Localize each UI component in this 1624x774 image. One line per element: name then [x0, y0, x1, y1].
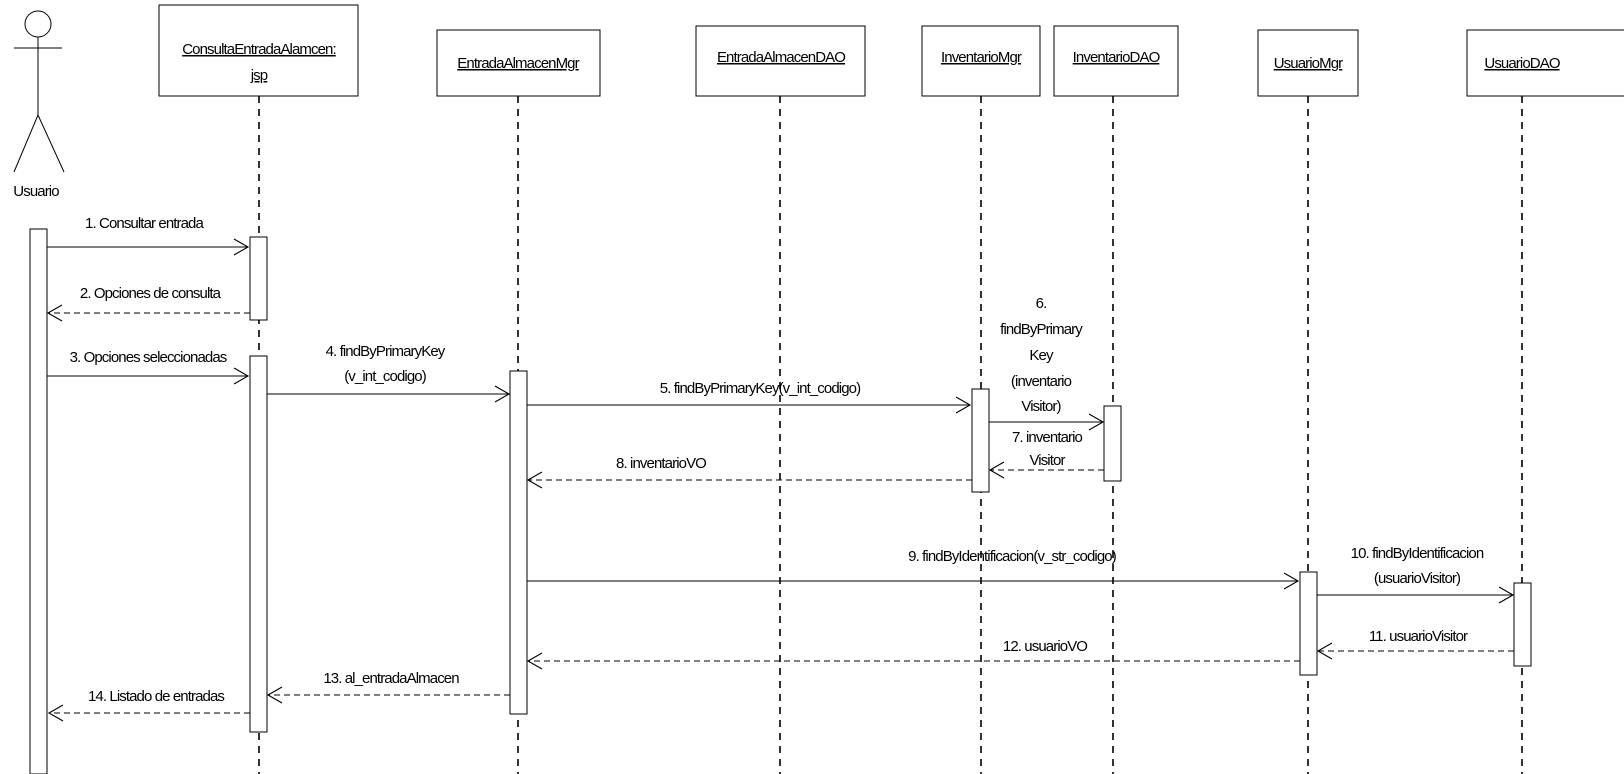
message-7: 7. inventario Visitor — [988, 429, 1104, 479]
message-label: 8. inventarioVO — [616, 455, 706, 472]
arrow-head — [494, 385, 511, 403]
actor-right-leg — [37, 114, 65, 173]
participant-box — [695, 25, 866, 97]
participant-box — [1257, 29, 1359, 97]
message-label: 5. findByPrimaryKey(v_int_codigo) — [660, 380, 861, 397]
message-label: 3. Opciones seleccionadas — [70, 349, 227, 366]
message-4: 4. findByPrimaryKey (v_int_codigo) — [267, 343, 511, 403]
message-label: 9. findByIdentificacion(v_str_codigo) — [908, 548, 1117, 565]
participant-label-line-1: ConsultaEntradaAlamcen: — [182, 41, 336, 58]
activation-inventario-dao — [1103, 405, 1122, 482]
actor-head — [24, 10, 52, 38]
message-8: 8. inventarioVO — [526, 455, 972, 489]
arrow-head — [1316, 642, 1333, 660]
message-12: 12. usuarioVO — [526, 638, 1300, 670]
message-11: 11. usuarioVisitor — [1316, 628, 1514, 660]
participant-label-line-2: jsp — [250, 67, 268, 84]
participant-entrada-almacen-dao: EntradaAlmacenDAO — [695, 25, 866, 97]
message-14: 14. Listado de entradas — [47, 688, 250, 722]
message-9: 9. findByIdentificacion(v_str_codigo) — [527, 548, 1300, 590]
message-label-line-2: Visitor — [1029, 452, 1065, 469]
participant-inventario-mgr: InventarioMgr — [921, 25, 1041, 97]
arrow-head — [46, 304, 63, 322]
activation-jsp-2 — [249, 355, 268, 733]
participant-box — [921, 25, 1041, 97]
participant-label: InventarioMgr — [941, 49, 1022, 66]
participant-label: EntradaAlmacenDAO — [717, 49, 845, 66]
arrow-head — [1088, 413, 1105, 431]
message-label: 2. Opciones de consulta — [80, 285, 222, 302]
message-label-line-5: Visitor) — [1021, 398, 1061, 415]
message-6: 6. findByPrimary Key (inventario Visitor… — [989, 295, 1105, 431]
arrow-head — [988, 461, 1005, 479]
participant-usuario-dao: UsuarioDAO — [1466, 29, 1624, 97]
message-label: 14. Listado de entradas — [88, 688, 224, 705]
activation-inventario-mgr — [971, 388, 990, 493]
activation-usuario-mgr — [1299, 571, 1318, 676]
message-3: 3. Opciones seleccionadas — [47, 349, 250, 385]
participant-usuario-mgr: UsuarioMgr — [1257, 29, 1359, 97]
arrow-head — [266, 686, 283, 704]
participant-entrada-almacen-mgr: EntradaAlmacenMgr — [436, 29, 601, 97]
message-label-line-1: 4. findByPrimaryKey — [326, 343, 446, 360]
activation-entrada-almacen-mgr — [509, 370, 528, 715]
message-label: 11. usuarioVisitor — [1369, 628, 1468, 645]
actor-usuario: Usuario — [13, 10, 65, 200]
arrow-head — [233, 238, 250, 256]
message-5: 5. findByPrimaryKey(v_int_codigo) — [527, 380, 972, 414]
arrow-head — [955, 396, 972, 414]
message-2: 2. Opciones de consulta — [46, 285, 250, 322]
arrow-head — [47, 704, 64, 722]
participant-label: EntradaAlmacenMgr — [457, 55, 579, 72]
participant-label: UsuarioDAO — [1484, 55, 1559, 72]
arrow-head — [1498, 586, 1515, 604]
message-label-line-2: (usuarioVisitor) — [1374, 570, 1461, 587]
actor-label: Usuario — [13, 183, 59, 200]
actor-left-leg — [13, 114, 39, 173]
participant-box — [1053, 25, 1179, 97]
activation-usuario — [29, 228, 48, 774]
message-1: 1. Consultar entrada — [47, 215, 250, 256]
participant-box — [158, 4, 359, 97]
message-label: 13. al_entradaAlmacen — [323, 670, 459, 687]
arrow-head — [526, 652, 543, 670]
arrow-head — [1283, 572, 1300, 590]
message-label-line-2: findByPrimary — [1000, 321, 1083, 338]
message-label-line-1: 10. findByIdentificacion — [1351, 545, 1484, 562]
participant-label: InventarioDAO — [1073, 49, 1160, 66]
participant-label: UsuarioMgr — [1274, 55, 1343, 72]
message-label-line-1: 6. — [1036, 295, 1047, 312]
participant-box — [436, 29, 601, 97]
activation-jsp-1 — [249, 236, 268, 321]
message-label-line-3: Key — [1029, 347, 1054, 364]
message-10: 10. findByIdentificacion (usuarioVisitor… — [1317, 545, 1515, 604]
message-13: 13. al_entradaAlmacen — [266, 670, 510, 704]
message-label-line-4: (inventario — [1011, 373, 1072, 390]
arrow-head — [233, 367, 250, 385]
message-label-line-1: 7. inventario — [1012, 429, 1083, 446]
arrow-head — [526, 471, 543, 489]
message-label: 1. Consultar entrada — [85, 215, 204, 232]
participant-box — [1466, 29, 1624, 97]
message-label: 12. usuarioVO — [1003, 638, 1087, 655]
activation-usuario-dao — [1513, 582, 1532, 667]
message-label-line-2: (v_int_codigo) — [344, 368, 427, 385]
participant-jsp: ConsultaEntradaAlamcen: jsp — [158, 4, 359, 97]
participant-inventario-dao: InventarioDAO — [1053, 25, 1179, 97]
